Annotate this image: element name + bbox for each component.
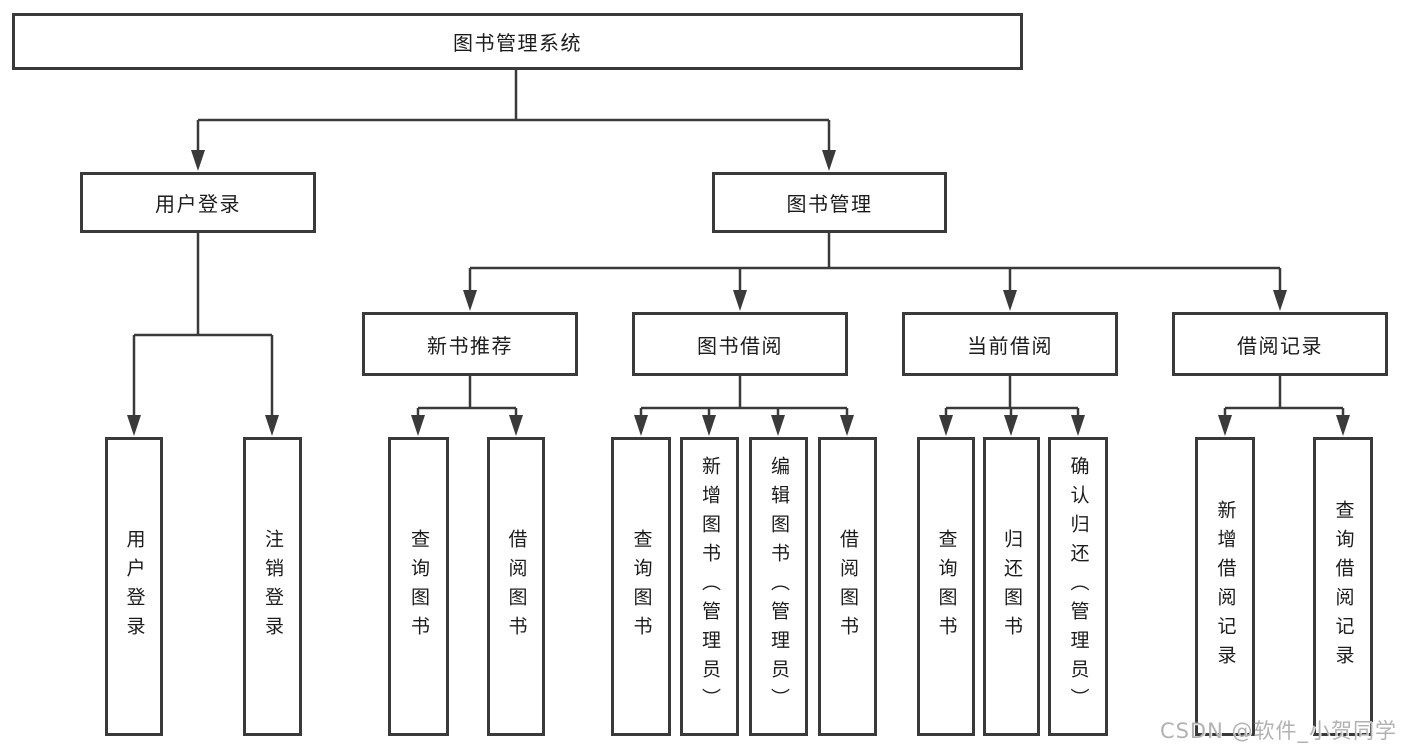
node-current-borrowing: 当前借阅 xyxy=(902,312,1118,376)
arrow-down-icon xyxy=(840,415,854,436)
node-label: 用户登录 xyxy=(155,192,241,216)
connector-userlogin-to-leaves xyxy=(132,233,274,420)
node-label: 图书管理 xyxy=(786,192,873,216)
connector-borrowrecords-to-leaves xyxy=(1223,376,1345,420)
node-label: 确认归还（管理员） xyxy=(1067,456,1090,717)
arrowheads xyxy=(127,150,1350,436)
arrow-down-icon xyxy=(411,415,425,436)
leaf-borrow-books-recommend: 借阅图书 xyxy=(487,437,545,736)
leaf-confirm-return-admin: 确认归还（管理员） xyxy=(1048,437,1108,736)
node-label: 当前借阅 xyxy=(967,333,1053,358)
leaf-query-books-recommend: 查询图书 xyxy=(388,437,449,736)
arrow-down-icon xyxy=(1218,415,1232,436)
arrow-down-icon xyxy=(1071,415,1085,436)
node-new-book-recommend: 新书推荐 xyxy=(362,312,578,376)
arrow-down-icon xyxy=(1336,415,1350,436)
arrow-down-icon xyxy=(191,150,205,171)
csdn-watermark: CSDN @软件_小贺同学 xyxy=(1159,719,1397,743)
leaf-add-books-admin: 新增图书（管理员） xyxy=(680,437,739,736)
node-label: 新增图书（管理员） xyxy=(699,456,721,717)
connector-bookborrow-to-leaves xyxy=(639,376,849,420)
arrow-down-icon xyxy=(463,290,477,311)
connector-bookmgmt-to-modules xyxy=(468,233,1282,295)
node-label: 查询借阅记录 xyxy=(1332,499,1355,674)
arrow-down-icon xyxy=(733,290,747,311)
arrow-down-icon xyxy=(822,150,836,171)
node-label: 借阅图书 xyxy=(505,528,528,645)
arrow-down-icon xyxy=(939,415,953,436)
node-user-login: 用户登录 xyxy=(80,172,316,233)
arrow-down-icon xyxy=(127,415,141,436)
arrow-down-icon xyxy=(634,415,648,436)
leaf-add-borrow-record: 新增借阅记录 xyxy=(1195,437,1255,736)
node-borrowing-records: 借阅记录 xyxy=(1172,312,1388,376)
node-label: 借阅图书 xyxy=(837,528,859,645)
node-label: 查询图书 xyxy=(408,528,430,645)
arrow-down-icon xyxy=(265,415,279,436)
leaf-user-login: 用户登录 xyxy=(105,437,163,736)
connector-newbookrec-to-leaves xyxy=(416,376,518,420)
node-label: 查询图书 xyxy=(630,528,653,645)
node-label: 归还图书 xyxy=(1001,528,1023,645)
arrow-down-icon xyxy=(1004,415,1018,436)
arrow-down-icon xyxy=(1003,290,1017,311)
leaf-query-borrow-record: 查询借阅记录 xyxy=(1313,437,1373,736)
arrow-down-icon xyxy=(1273,290,1287,311)
leaf-query-books-borrowing: 查询图书 xyxy=(611,437,671,736)
node-label: 新增借阅记录 xyxy=(1214,499,1237,674)
node-root-library-system: 图书管理系统 xyxy=(12,13,1023,70)
leaf-return-books: 归还图书 xyxy=(983,437,1040,736)
node-label: 查询图书 xyxy=(935,528,958,645)
leaf-query-books-current: 查询图书 xyxy=(917,437,975,736)
arrow-down-icon xyxy=(771,415,785,436)
leaf-edit-books-admin: 编辑图书（管理员） xyxy=(749,437,808,736)
node-label: 借阅记录 xyxy=(1237,333,1323,358)
connector-currentborrow-to-leaves xyxy=(944,376,1080,420)
node-label: 图书借阅 xyxy=(697,333,783,358)
leaf-logout: 注销登录 xyxy=(243,437,302,736)
node-label: 图书管理系统 xyxy=(453,31,582,55)
leaf-borrow-books: 借阅图书 xyxy=(818,437,877,736)
connector-root-to-level2 xyxy=(196,69,831,155)
node-book-management: 图书管理 xyxy=(712,172,947,233)
arrow-down-icon xyxy=(702,415,716,436)
arrow-down-icon xyxy=(509,415,523,436)
node-label: 用户登录 xyxy=(123,528,146,645)
node-book-borrowing: 图书借阅 xyxy=(632,312,848,376)
node-label: 新书推荐 xyxy=(427,333,513,358)
node-label: 注销登录 xyxy=(262,528,284,645)
node-label: 编辑图书（管理员） xyxy=(768,456,790,717)
